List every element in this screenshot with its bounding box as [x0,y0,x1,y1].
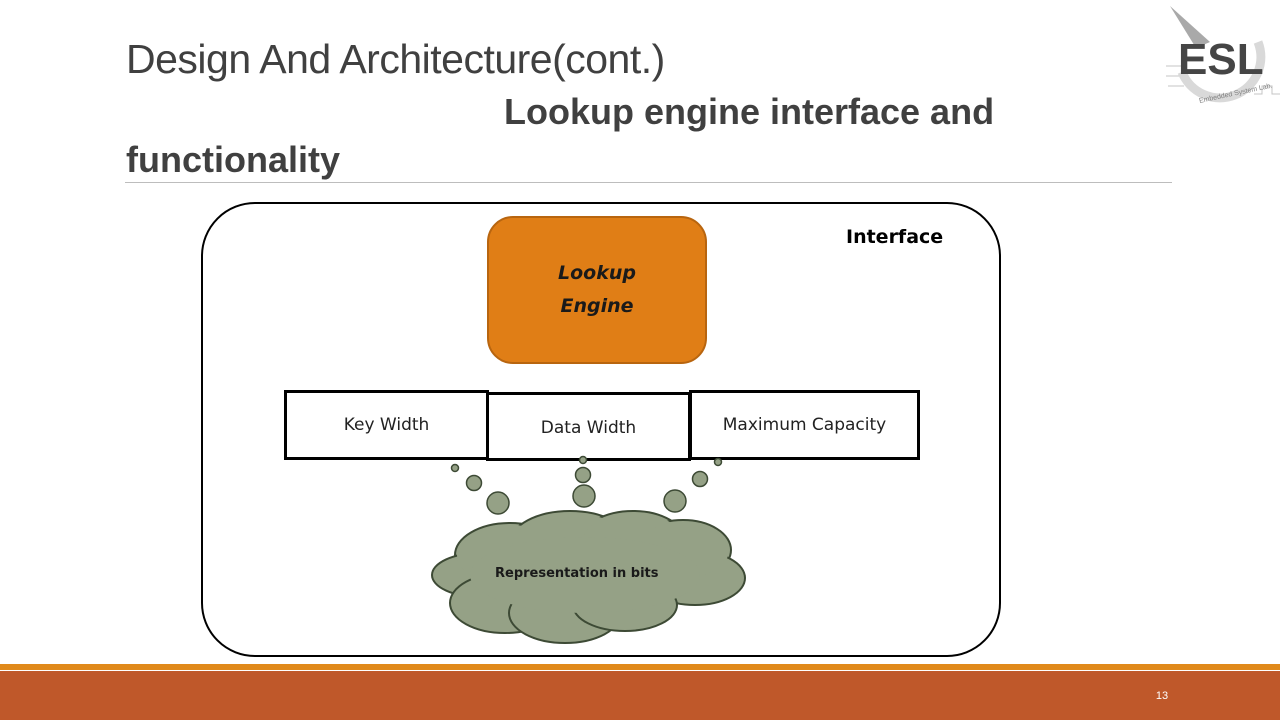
esl-logo: ESL Embedded System Lab. [1166,6,1280,105]
maximum-capacity-box: Maximum Capacity [689,390,920,460]
key-width-box: Key Width [284,390,489,460]
data-width-box: Data Width [486,392,691,461]
thought-bubbles-left [450,463,510,515]
footer-bar [0,671,1280,720]
footer-accent-line [0,664,1280,670]
slide-title: Design And Architecture(cont.) [126,36,665,82]
page-number: 13 [1155,690,1169,702]
logo-arrow [1170,6,1210,48]
engine-label-line2: Engine [560,295,634,317]
lookup-engine-block: Lookup Engine [487,216,707,364]
slide-subtitle: Lookup engine interface and functionalit… [126,91,995,180]
thought-bubbles-center [572,455,596,508]
engine-label-line1: Lookup [558,262,636,284]
cloud-fill-core [457,513,729,613]
thought-bubbles-right [663,457,723,513]
thought-cloud [431,455,746,644]
interface-container [201,202,1001,657]
logo-ring [1177,40,1266,103]
cloud-label: Representation in bits [495,566,659,581]
interface-label: Interface [846,226,944,248]
logo-text: ESL [1178,35,1264,84]
title-divider [125,182,1172,183]
